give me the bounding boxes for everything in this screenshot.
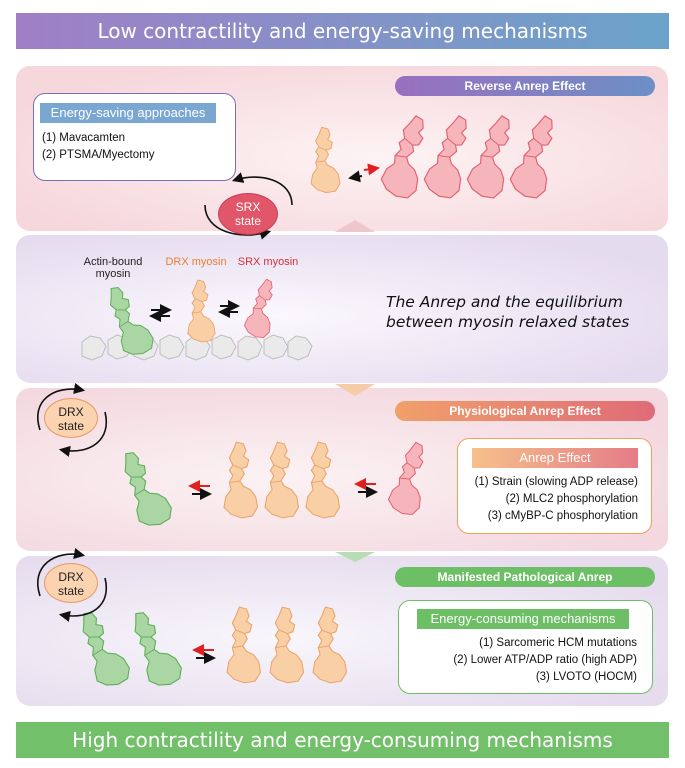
label-actin-line1: Actin-bound	[83, 256, 143, 268]
srx-state-line2: state	[234, 214, 261, 228]
anrep-item: (2) MLC2 phosphorylation	[505, 493, 638, 505]
divider-triangle	[335, 220, 375, 232]
myosin-drx	[310, 126, 341, 194]
drx-state-line2: state	[57, 584, 84, 598]
divider-triangle	[335, 552, 375, 562]
anrep-item: (1) Strain (slowing ADP release)	[474, 476, 638, 488]
divider-triangle	[335, 384, 375, 396]
myosin-actin-bound	[113, 444, 176, 532]
pill-reverse-anrep: Reverse Anrep Effect	[395, 76, 655, 96]
drx-state-line1: DRX	[58, 405, 84, 419]
myosin-srx	[241, 276, 283, 341]
caption-line1: The Anrep and the equilibrium	[386, 293, 623, 311]
anrep-item: (3) cMyBP-C phosphorylation	[487, 510, 638, 522]
myosin-drx	[305, 441, 341, 519]
bottom-banner: High contractility and energy-consuming …	[16, 722, 669, 758]
myosin-drx	[187, 279, 216, 343]
caption-line2: between myosin relaxed states	[386, 313, 630, 331]
label-actin-bound: Actin-bound myosin	[78, 256, 148, 280]
pill-manifested-pathological-anrep: Manifested Pathological Anrep	[395, 567, 655, 587]
label-actin-line2: myosin	[95, 268, 131, 280]
consuming-item: (1) Sarcomeric HCM mutations	[479, 637, 637, 649]
anrep-effect-title: Anrep Effect	[472, 448, 638, 468]
top-banner: Low contractility and energy-saving mech…	[16, 13, 669, 49]
myosin-drx	[312, 606, 348, 684]
consuming-item: (2) Lower ATP/ADP ratio (high ADP)	[453, 654, 637, 666]
energy-saving-title: Energy-saving approaches	[40, 103, 216, 123]
srx-state-line1: SRX	[235, 200, 261, 214]
pill-physiological-anrep: Physiological Anrep Effect	[395, 401, 655, 421]
energy-consuming-title: Energy-consuming mechanisms	[417, 609, 629, 629]
myosin-actin-bound	[123, 604, 186, 692]
myosin-drx	[264, 441, 300, 519]
drx-state-line1: DRX	[58, 570, 84, 584]
drx-state-line2: state	[57, 419, 84, 433]
label-drx-myosin: DRX myosin	[165, 256, 227, 268]
myosin-actin-bound	[71, 604, 134, 692]
equilibrium-caption: The Anrep and the equilibrium between my…	[386, 292, 654, 332]
label-srx-myosin: SRX myosin	[237, 256, 299, 268]
saving-item: (1) Mavacamten	[42, 132, 126, 144]
saving-item: (2) PTSMA/Myectomy	[42, 149, 155, 161]
consuming-item: (3) LVOTO (HOCM)	[535, 671, 637, 683]
myosin-drx	[226, 606, 262, 684]
myosin-srx	[385, 438, 436, 518]
myosin-srx	[506, 111, 568, 203]
myosin-drx	[223, 441, 259, 519]
myosin-drx	[269, 606, 305, 684]
